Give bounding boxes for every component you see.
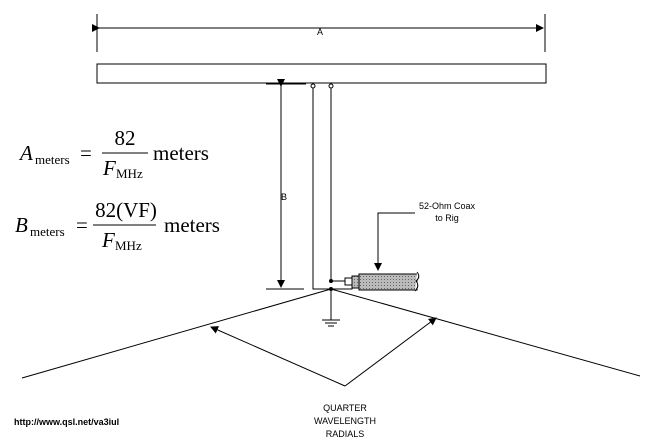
formula-a-lhs-sub: meters [35,152,70,167]
dimension-a: A [92,14,546,52]
formula-b-denominator-sub: MHz [115,238,142,253]
feed-line [310,83,353,290]
radials-label-line2: WAVELENGTH [314,416,376,426]
equals-sign: = [76,213,88,237]
radial-arrows [210,317,437,387]
formula-b-lhs: B [15,213,28,237]
formula-b: B meters = 82(VF) F MHz meters [15,198,220,253]
formula-a-numerator: 82 [115,126,136,150]
formula-b-unit: meters [164,213,220,237]
dimension-b: B [266,79,306,290]
formula-a-denominator: F [102,156,116,180]
dimension-a-label: A [317,27,323,37]
formula-a-lhs: A [18,141,33,165]
radial-right [330,288,641,377]
equals-sign: = [80,141,92,165]
formula-a: A meters = 82 F MHz meters [18,126,209,181]
radials-label-line1: QUARTER [323,403,367,413]
coax-label-line1: 52-Ohm Coax [419,201,476,211]
formula-b-numerator: 82(VF) [95,198,157,222]
junction-dot [329,279,333,283]
coax-cable [344,271,420,292]
formula-b-denominator: F [101,228,115,252]
source-url: http://www.qsl.net/va3iul [14,417,119,427]
radial-left [21,288,332,379]
coax-arrow [374,212,415,271]
formula-b-lhs-sub: meters [30,224,65,239]
radials-label-line3: RADIALS [326,429,365,439]
coax-label-line2: to Rig [435,213,459,223]
formula-a-unit: meters [153,141,209,165]
formula-a-denominator-sub: MHz [116,166,143,181]
dipole-element [96,63,547,84]
ground-icon [322,289,340,327]
dimension-b-label: B [281,192,287,202]
